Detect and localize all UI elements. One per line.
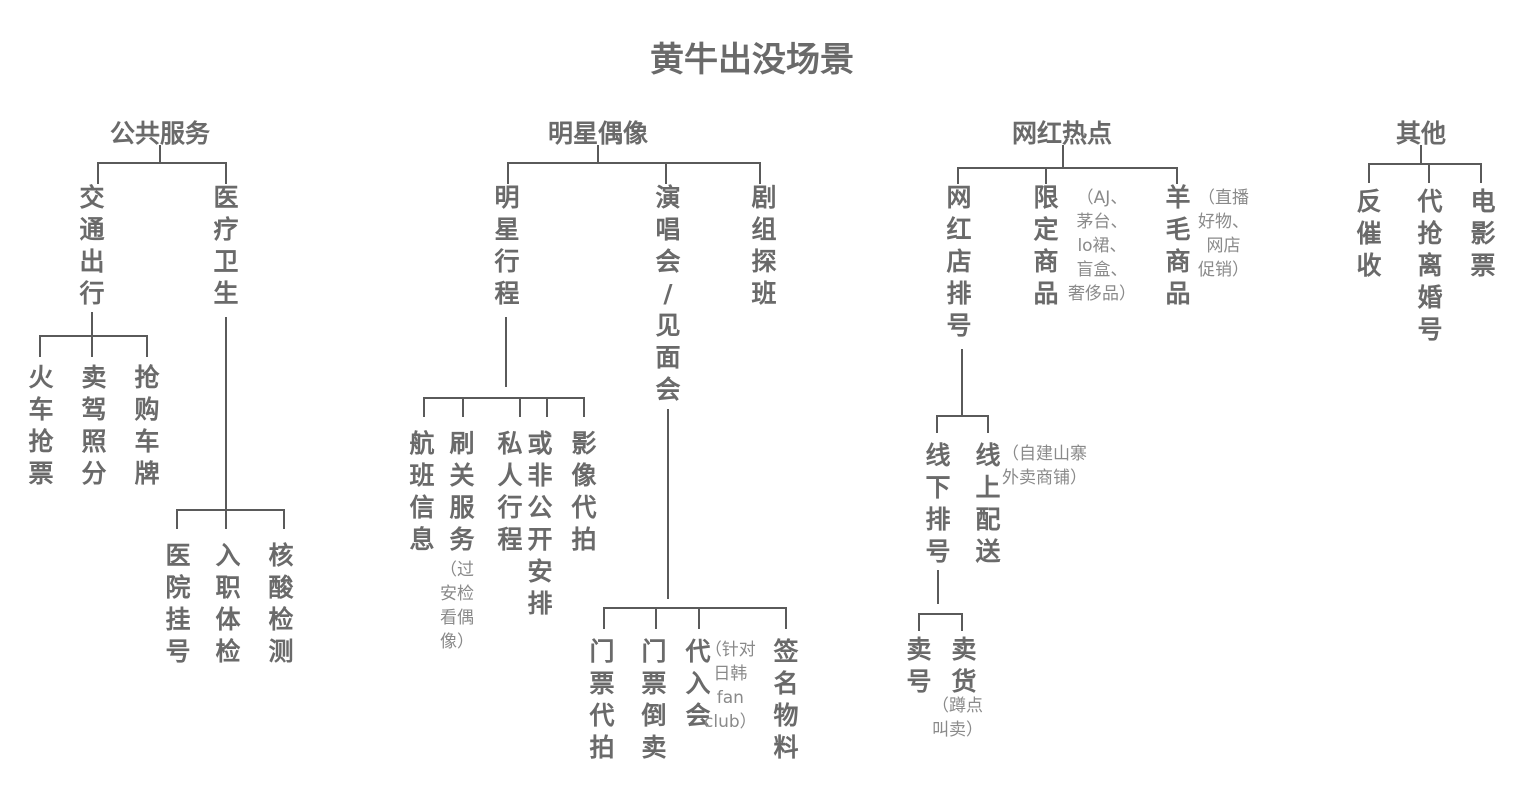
node-influencer-queue: 网 红 店 排 号 [946,183,972,340]
leaf-flight-info: 航 班 信 息 [409,429,435,554]
note-sell-goods: （蹲点 叫卖） [932,696,983,740]
leaf-pass-service: 刷 关 服 务 [449,429,475,554]
category-public-service: 公共服务 [110,119,211,148]
category-influencer: 网红热点 [1012,119,1113,148]
note-online-delivery: （自建山寨 外卖商铺） [1002,444,1087,488]
leaf-photo-proxy: 影 像 代 拍 [571,429,597,554]
node-offline-queue: 线 下 排 号 [925,441,951,566]
node-concert: 演 唱 会 / 见 面 会 [655,183,681,404]
leaf-car-plate: 抢 购 车 牌 [134,363,160,488]
category-other: 其他 [1396,119,1447,148]
leaf-private-schedule: 私 人 行 程 [497,429,523,554]
page-title: 黄牛出没场景 [650,40,854,80]
leaf-covid-test: 核 酸 检 测 [268,541,294,666]
node-crew-visit: 剧 组 探 班 [751,183,777,308]
leaf-sell-number: 卖 号 [906,635,932,696]
node-celebrity-schedule: 明 星 行 程 [494,183,520,308]
leaf-ticket-photo: 门 票 代 拍 [589,637,615,762]
node-transport: 交 通 出 行 [79,183,105,308]
category-celebrity: 明星偶像 [548,119,649,148]
note-limited-goods: （AJ、 茅台、 lo裙、 盲盒、 奢侈品） [1068,188,1136,304]
leaf-divorce-number: 代 抢 离 婚 号 [1417,187,1443,344]
leaf-non-public-schedule: 或 非 公 开 安 排 [527,429,553,618]
leaf-ticket-resale: 门 票 倒 卖 [641,637,667,762]
note-wool-goods: （直播 好物、 网店 促销） [1198,188,1249,280]
note-pass-service: （过 安检 看偶 像） [440,560,474,652]
leaf-debt-collection: 反 催 收 [1356,187,1382,280]
leaf-signed-merch: 签 名 物 料 [773,637,799,762]
leaf-license-points: 卖 驾 照 分 [81,363,107,488]
leaf-train-ticket: 火 车 抢 票 [28,363,54,488]
leaf-hospital-registration: 医 院 挂 号 [165,541,191,666]
leaf-employment-checkup: 入 职 体 检 [215,541,241,666]
note-proxy-entry: （针对 日韩 fan club） [704,640,757,732]
node-wool-goods: 羊 毛 商 品 [1165,183,1191,308]
node-medical: 医 疗 卫 生 [213,183,239,308]
leaf-movie-ticket: 电 影 票 [1470,187,1496,280]
node-online-delivery: 线 上 配 送 [975,441,1001,566]
leaf-proxy-entry: 代 入 会 [685,637,711,730]
node-limited-goods: 限 定 商 品 [1033,183,1059,308]
leaf-sell-goods: 卖 货 [951,635,977,696]
